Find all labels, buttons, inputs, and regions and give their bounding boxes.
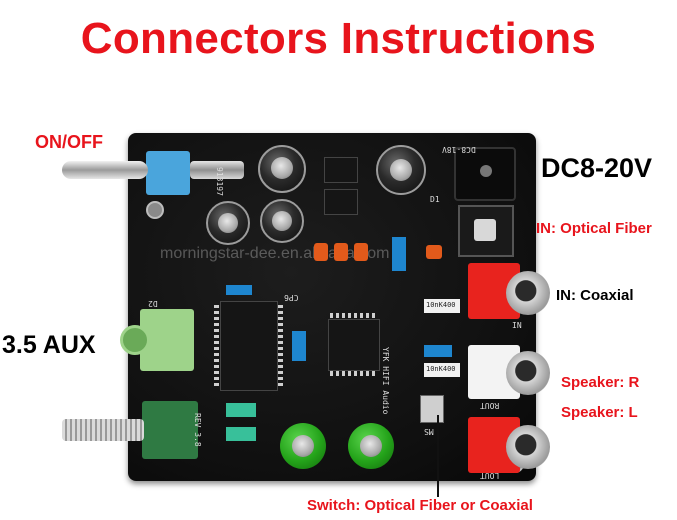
d1-label: D1 [430, 195, 440, 204]
inductor [226, 427, 256, 441]
switch-pointer-line [437, 415, 439, 497]
optical-input-name: Optical Fiber [556, 220, 652, 237]
film-capacitor [424, 345, 452, 357]
in-label: IN [512, 321, 522, 330]
dac-ic [328, 319, 380, 371]
inductor [226, 403, 256, 417]
ms-label: MS [424, 427, 434, 436]
optical-input-prefix: IN: [536, 220, 556, 237]
smd-capacitor [334, 243, 348, 261]
d2-label: D2 [148, 299, 158, 308]
resistor-block [424, 363, 460, 377]
resistor-label: 10nK400 [426, 301, 456, 309]
part-code-label: 913197 [215, 167, 224, 196]
dc-jack-pin [480, 165, 492, 177]
power-toggle-switch[interactable] [146, 151, 190, 195]
ic-pins [330, 313, 378, 318]
page-title: Connectors Instructions [80, 14, 597, 63]
voltage-regulator [324, 189, 358, 215]
rout-label: ROUT [480, 401, 500, 410]
aux-jack-opening [120, 325, 150, 355]
capacitor-top [272, 211, 292, 231]
electrolytic-capacitor [376, 145, 426, 195]
volume-knob-shaft[interactable] [62, 419, 144, 441]
lout-label: LOUT [480, 471, 500, 480]
dc-input-label: DC8-20V [541, 153, 653, 183]
mount-hole-top-left [146, 201, 164, 219]
capacitor-top [218, 213, 238, 233]
capacitor-top [360, 435, 382, 457]
board-revision-label: REV 3.8 [193, 413, 202, 447]
optical-port-opening [474, 219, 496, 241]
speaker-right-socket [506, 351, 550, 395]
on-off-label: ON/OFF [35, 132, 103, 152]
ic-pins [278, 305, 283, 389]
coaxial-input-label: IN: Coaxial [556, 287, 634, 304]
switch-label: Switch: Optical Fiber or Coaxial [307, 497, 533, 514]
capacitor-top [292, 435, 314, 457]
amplifier-ic [220, 301, 278, 391]
speaker-left-label: Speaker: L [561, 404, 638, 421]
coaxial-input-socket [506, 271, 550, 315]
resistor-label: 10nK400 [426, 365, 456, 373]
ic-pins [330, 371, 378, 376]
capacitor-top [271, 157, 293, 179]
smd-capacitor [314, 243, 328, 261]
optical-input-label: IN: Optical Fiber [536, 220, 652, 237]
source-select-switch[interactable] [420, 395, 444, 423]
resistor-block [424, 299, 460, 313]
voltage-regulator [324, 157, 358, 183]
smd-capacitor [426, 245, 442, 259]
film-capacitor [226, 285, 252, 295]
capacitor-top [390, 159, 412, 181]
volume-knob-body [142, 401, 198, 459]
board-model-label: YFK HIFI Audio [381, 347, 390, 415]
cp6-label: CP6 [284, 293, 299, 302]
speaker-left-socket [506, 425, 550, 469]
watermark: morningstar-dee.en.alibaba.com [160, 245, 390, 262]
amplifier-board: morningstar-dee.en.alibaba.com [62, 133, 550, 481]
power-rating-label: DC8-18V [442, 145, 476, 154]
electrolytic-capacitor [260, 199, 304, 243]
film-capacitor [392, 237, 406, 271]
toggle-lever [62, 161, 148, 179]
toggle-lever-bracket [190, 161, 244, 179]
film-capacitor [292, 331, 306, 361]
ic-pins [214, 305, 219, 389]
aux-input-label: 3.5 AUX [2, 331, 96, 359]
smd-capacitor [354, 243, 368, 261]
speaker-right-label: Speaker: R [561, 374, 640, 391]
